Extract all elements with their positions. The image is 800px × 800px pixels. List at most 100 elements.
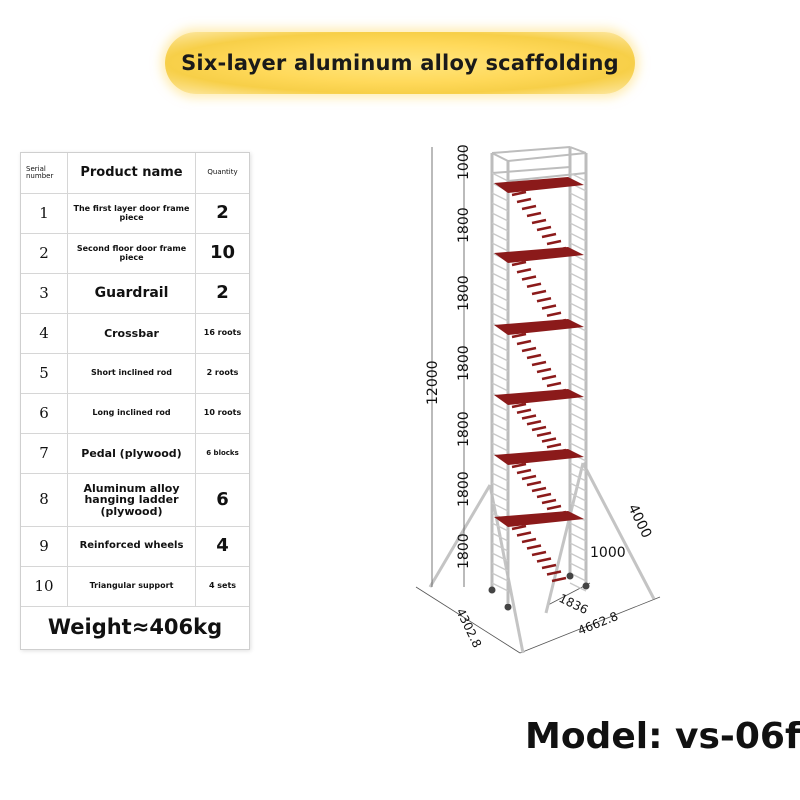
rung [569,312,587,322]
dim-layer-4: 1800 [456,411,472,447]
row-number: 9 [21,527,68,566]
ladder-step [521,414,537,420]
rung [491,472,509,482]
ladder-step [536,297,552,303]
ladder-step [546,504,562,511]
rung [491,262,509,272]
row-product-name: Second floor door frame piece [68,234,196,273]
row-quantity: 6 [216,488,229,510]
row-quantity: 2 [216,282,229,304]
row-quantity: 6 blocks [206,448,239,457]
ladder-step [541,232,557,239]
header-quantity: Quantity [207,168,238,177]
ladder-step [551,318,567,325]
dim-total-height: 12000 [425,360,441,405]
row-number: 1 [21,194,68,233]
frame-rungs [491,172,587,592]
ladder-step [526,420,542,426]
row-quantity: 2 roots [206,368,239,378]
ladder-step [546,311,562,317]
dim-base-width: 1836 [557,591,591,617]
rung [569,342,587,352]
wheel-icon [582,582,590,590]
rung [569,242,587,252]
rung [569,412,587,422]
rung [491,202,509,212]
ladder-step [516,197,532,204]
ladder-step [511,260,527,267]
dim-support-offset: 1000 [590,545,626,561]
row-number: 10 [21,567,68,606]
rung [491,542,509,552]
rung [491,482,509,492]
pedal-platform [494,449,584,465]
ladder-step [516,268,532,274]
row-number: 7 [21,434,68,473]
rung [569,352,587,362]
rung [569,492,587,502]
rung [569,332,587,342]
scaffolding-diagram: 12000 1000 1800 1800 1800 1800 1800 1800… [415,144,661,654]
rung [491,582,509,592]
rung [569,552,587,562]
row-product-name: Crossbar [68,314,196,353]
rung [491,302,509,312]
table-row: 6 Long inclined rod 10 roots [21,394,249,434]
ladder-step [516,339,532,346]
wheel-icon [566,572,574,580]
row-product-name: Pedal (plywood) [68,434,196,473]
row-number: 2 [21,234,68,273]
model-label: Model: vs-06f [525,716,800,757]
rung [569,172,587,182]
ladder-step [551,246,567,253]
row-quantity: 16 roots [203,328,242,338]
rung [491,172,509,182]
ladder-step [541,498,557,505]
ladder-step [526,544,542,550]
rung [569,422,587,432]
row-number: 4 [21,314,68,353]
table-row: 8 Aluminum alloy hanging ladder (plywood… [21,474,249,527]
rung [491,312,509,322]
pedal-platform [494,177,584,193]
dim-support-length: 4000 [624,502,654,541]
rung [491,522,509,532]
page-title: Six-layer aluminum alloy scaffolding [181,51,619,75]
ladder-step [526,480,542,487]
scaffold-uprights [490,147,588,603]
row-quantity: 2 [216,202,229,224]
ladder-step [551,510,567,517]
wheel-icon [504,603,512,611]
ladder-step [536,367,552,374]
ladder-step [546,239,562,246]
rung [491,422,509,432]
guardrail-frame [491,146,587,182]
ladder-step [521,474,537,481]
ladder-step [516,531,532,537]
rung [491,532,509,542]
ladder-step [531,550,547,557]
table-row: 4 Crossbar 16 roots [21,314,249,354]
rung [491,242,509,252]
rung [491,272,509,282]
rung [569,532,587,542]
ladder-step [511,332,527,339]
rung [569,282,587,292]
table-row: 2 Second floor door frame piece 10 [21,234,249,274]
wheel-icon [488,586,496,594]
rung [569,432,587,442]
row-product-name: Guardrail [68,274,196,313]
ladder-step [531,289,547,296]
row-quantity: 4 sets [208,581,237,591]
row-quantity: 10 [209,242,236,264]
rung [569,222,587,232]
rung [491,282,509,292]
rung [569,212,587,222]
ladder-step [536,557,552,563]
rung [491,462,509,472]
rung [491,352,509,362]
spec-table: Serial number Product name Quantity 1 Th… [20,152,250,650]
dim-layer-2: 1800 [456,275,472,311]
rung [491,222,509,232]
row-quantity: 10 roots [203,408,242,418]
